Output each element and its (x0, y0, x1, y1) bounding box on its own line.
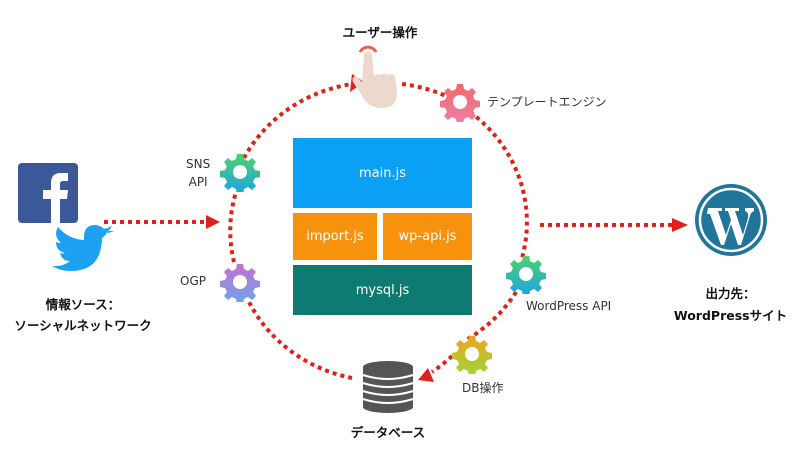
database-label: データベース (350, 425, 426, 440)
arrow-to-db (418, 368, 434, 382)
user-operation-label: ユーザー操作 (342, 25, 418, 40)
gear-icon-template-engine (440, 84, 480, 122)
gear-icon-sns-api (220, 154, 260, 192)
flow-arc-db-to-ogp (246, 299, 353, 380)
module-main-js: main.js (293, 138, 472, 208)
wordpress-api-label: WordPress API (526, 299, 612, 313)
output-label-line1: 出力先： (705, 286, 756, 301)
flow-arc-ogp-to-sns (228, 191, 238, 263)
twitter-icon (52, 225, 114, 271)
module-import-js: import.js (293, 213, 377, 260)
tap-hand-icon (352, 45, 397, 108)
flow-arc-template-to-wpapi (468, 110, 529, 259)
sns-api-label-line2: API (188, 175, 208, 189)
source-label-line2: ソーシャルネットワーク (14, 318, 152, 333)
ogp-label: OGP (180, 274, 206, 288)
sns-api-label-line1: SNS (186, 157, 211, 171)
source-label: 情報ソース： ソーシャルネットワーク (8, 294, 158, 336)
sns-api-label: SNS API (186, 155, 210, 191)
gear-icon-db-operation (452, 336, 492, 374)
flow-arc-sns-to-user (242, 82, 353, 159)
gear-icon-ogp (220, 264, 260, 302)
module-wp-api-js: wp-api.js (383, 213, 472, 260)
gear-icon-wordpress-api (506, 256, 546, 294)
flow-arc-user-to-template (401, 82, 447, 98)
module-mysql-js: mysql.js (293, 265, 472, 315)
output-label-line2: WordPressサイト (673, 308, 788, 323)
database-icon (362, 361, 414, 413)
flow-arc-db-op-to-db (430, 354, 454, 374)
arrow-to-circle (206, 215, 220, 229)
template-engine-label: テンプレートエンジン (487, 95, 607, 109)
output-label: 出力先： WordPressサイト (668, 283, 793, 327)
facebook-icon (18, 163, 78, 223)
arrow-to-output (672, 218, 688, 232)
flow-arc-wpapi-to-db-op (464, 290, 518, 342)
db-operation-label: DB操作 (462, 381, 504, 395)
wordpress-icon (695, 184, 767, 256)
source-label-line1: 情報ソース： (45, 297, 121, 312)
